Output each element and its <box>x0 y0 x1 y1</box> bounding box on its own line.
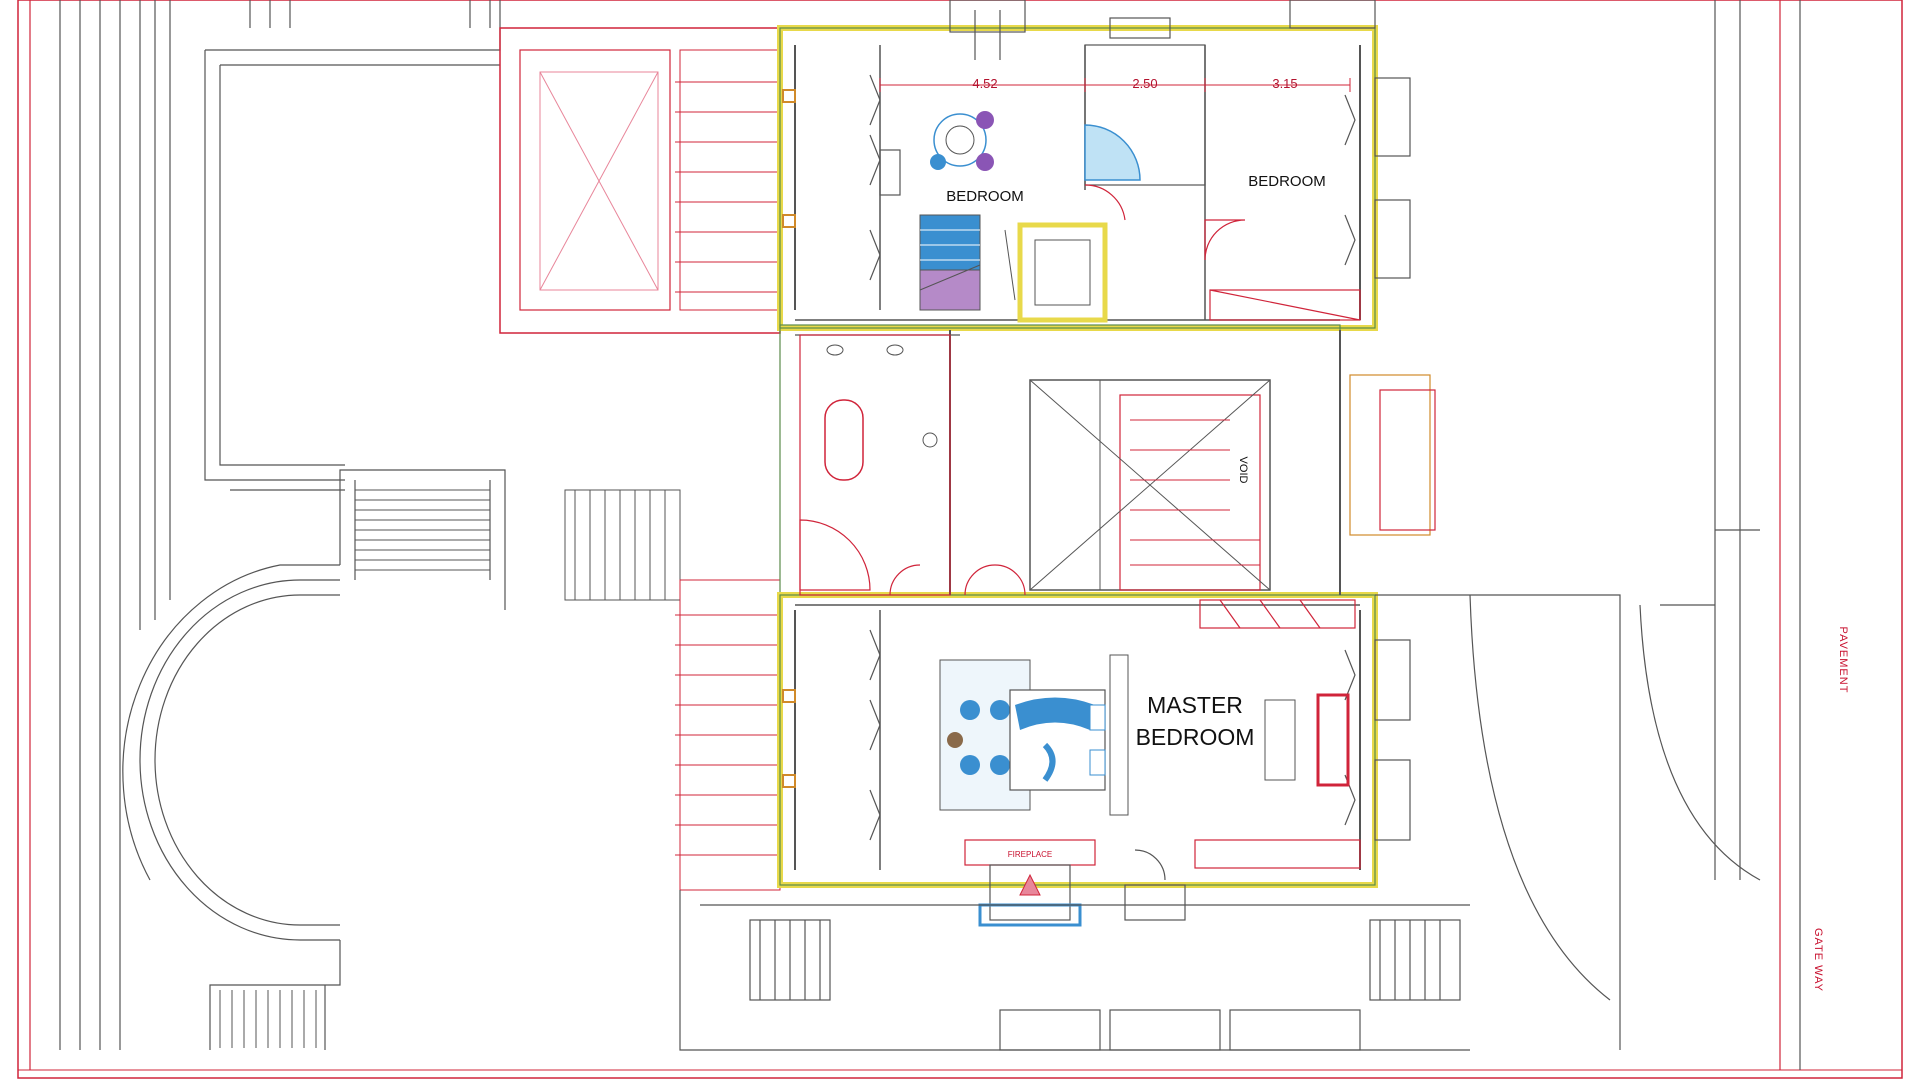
bottom-left-steps <box>219 990 317 1048</box>
bedroom-label-2: BEDROOM <box>1248 173 1326 190</box>
stair-void <box>1029 379 1271 591</box>
wardrobe-upper <box>869 74 901 281</box>
void-label: VOID <box>1237 457 1249 484</box>
master-bedroom-label-2: BEDROOM <box>1136 724 1255 750</box>
bottom-pergola <box>675 579 781 891</box>
dimension-line <box>879 78 1351 92</box>
bottom-structures <box>679 890 1470 1051</box>
left-boundary-lines <box>29 0 171 1070</box>
gate-way-label: GATE WAY <box>1812 928 1824 992</box>
right-windows <box>1344 77 1436 841</box>
fireplace-label: FIREPLACE <box>1008 850 1052 859</box>
round-table <box>930 111 994 171</box>
fireplace <box>964 839 1096 927</box>
master-bathroom <box>799 334 951 596</box>
right-bedroom-doors <box>1084 184 1361 321</box>
mid-doors <box>889 564 1026 596</box>
top-pergola <box>675 49 781 311</box>
column-markers <box>782 89 796 788</box>
right-boundary <box>1375 0 1801 1070</box>
house-walls <box>777 25 1378 888</box>
lift <box>1004 222 1108 323</box>
bottom-door <box>1124 849 1186 921</box>
tv-unit <box>1264 693 1350 787</box>
mid-steps <box>564 489 681 601</box>
dimension-3: 3.15 <box>1272 76 1297 91</box>
bedroom-label-1: BEDROOM <box>946 188 1024 205</box>
page-border <box>17 0 1903 1079</box>
top-windows <box>949 0 1376 60</box>
master-bedroom-label-1: MASTER <box>1147 692 1243 718</box>
wardrobe-lower <box>869 599 1361 869</box>
roof-panel <box>499 27 781 334</box>
upper-bed <box>919 214 981 311</box>
terrace-steps <box>355 489 490 571</box>
master-bed <box>939 654 1129 816</box>
dimension-1: 4.52 <box>972 76 997 91</box>
dimension-2: 2.50 <box>1132 76 1157 91</box>
left-enclosure <box>204 0 501 491</box>
pavement-label: PAVEMENT <box>1837 627 1849 694</box>
curved-terrace <box>122 469 506 1050</box>
